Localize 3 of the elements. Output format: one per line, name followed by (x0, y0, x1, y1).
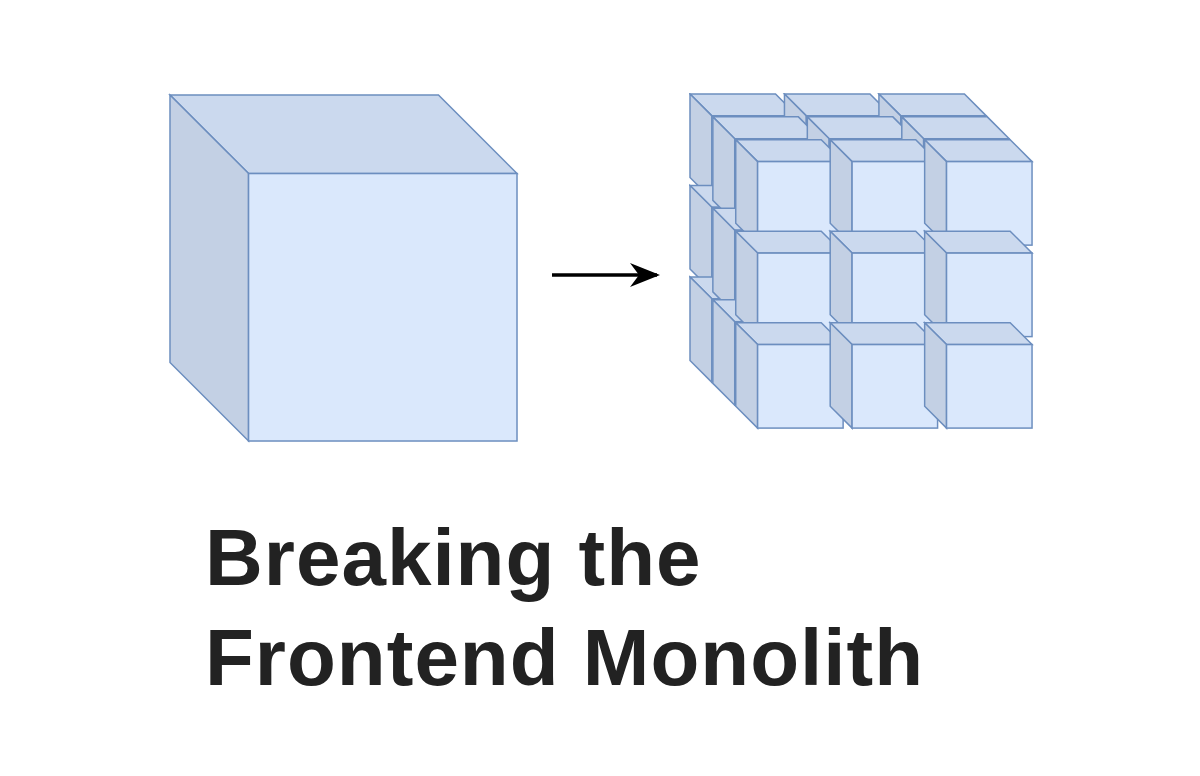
title: Breaking the Frontend Monolith (205, 512, 926, 704)
arrow (552, 263, 660, 287)
cube-drawing (168, 93, 520, 443)
